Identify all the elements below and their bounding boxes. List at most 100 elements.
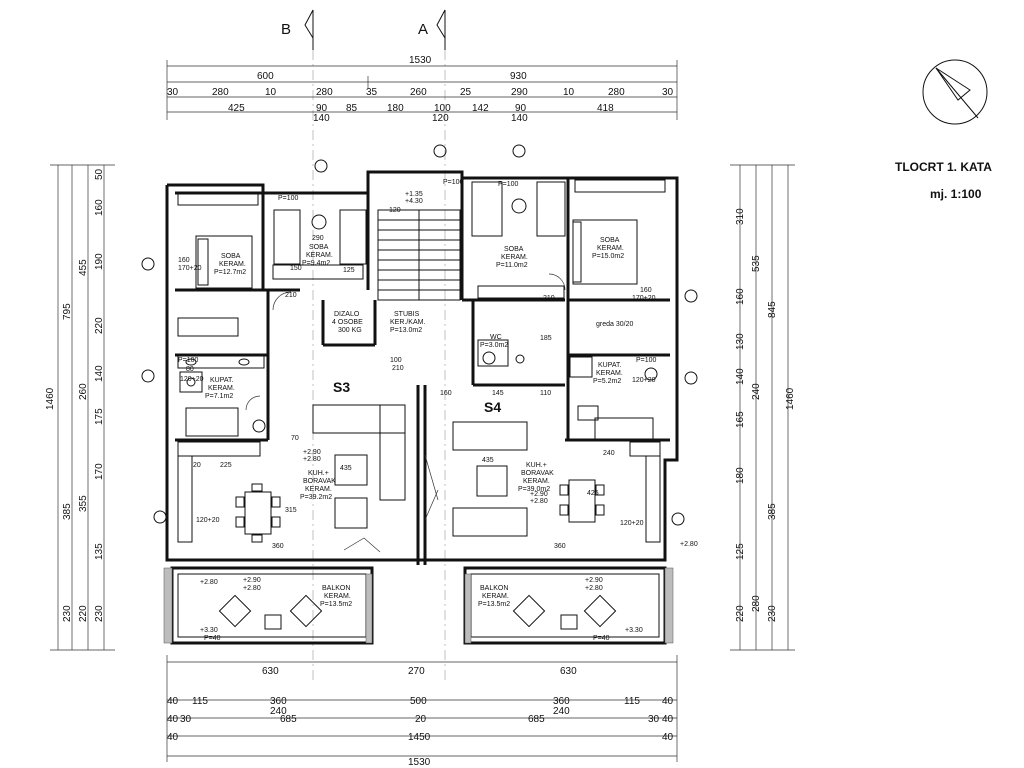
room-floor: KERAM. [523, 478, 550, 485]
dim-685-a: 685 [280, 714, 297, 725]
dim-125: 125 [735, 543, 746, 560]
room-area: P=39.2m2 [300, 494, 332, 501]
dining-table-icon [235, 483, 281, 543]
inner-label: +2.90 [530, 491, 548, 498]
inner-label: P=100 [498, 181, 519, 188]
inner-label: 360 [554, 543, 566, 550]
room-name: DIZALO [334, 311, 360, 318]
left-col3: 50 160 190 220 140 175 170 135 230 [94, 168, 105, 622]
dim-535: 535 [751, 255, 762, 272]
room-floor: KERAM. [305, 486, 332, 493]
dim-35: 35 [366, 87, 378, 98]
dim-115-b: 115 [624, 696, 640, 707]
sofa-icon [312, 404, 406, 529]
room-area: P=7.1m2 [205, 393, 233, 400]
unit-s3-label: S3 [333, 379, 350, 395]
room-area: P=39.0m2 [518, 486, 550, 493]
room-floor: KERAM. [501, 254, 528, 261]
bathroom-fixture-icon [177, 339, 658, 433]
right-dimensions [730, 164, 795, 651]
inner-label: 100 [390, 357, 402, 364]
left-col2: 455 260 355 220 [78, 259, 89, 622]
bottom-row2: 40 115 360 500 360 115 40 240 240 [167, 696, 674, 717]
dim-220-r: 220 [735, 605, 746, 622]
dim-385-r: 385 [767, 503, 778, 520]
dim-190-l: 190 [94, 253, 105, 270]
room-name: KUH.+ [308, 470, 329, 477]
right-col2: 535 240 280 [751, 255, 762, 612]
inner-label: P=100 [443, 179, 464, 186]
dim-630-a: 630 [262, 666, 279, 677]
left-total-dim: 1460 [45, 387, 56, 410]
left-col1: 795 385 230 [62, 303, 73, 622]
inner-label: +2.80 [530, 498, 548, 505]
dim-685-b: 685 [528, 714, 545, 725]
balcony-right [463, 566, 674, 645]
top-dim-600: 600 [257, 71, 274, 82]
bed-icon [572, 219, 638, 285]
bed-icon [273, 209, 367, 265]
dim-140-b: 140 [511, 113, 528, 124]
dim-10-a: 10 [265, 87, 277, 98]
dim-40-b: 40 [662, 696, 674, 707]
dim-140-r: 140 [735, 368, 746, 385]
inner-label: 210 [285, 292, 297, 299]
inner-label: 110 [540, 390, 551, 397]
inner-label: P=40 [204, 635, 221, 642]
dining-table-icon [559, 479, 605, 523]
room-name: SOBA [309, 244, 329, 251]
room-area: P=11.0m2 [496, 262, 528, 269]
left-dimensions [50, 164, 115, 651]
room-note: 300 KG [338, 327, 362, 334]
inner-label: 150 [290, 265, 302, 272]
inner-label: +2.80 [680, 541, 698, 548]
dim-230-l2: 230 [94, 605, 105, 622]
inner-label: 225 [220, 462, 232, 469]
dim-240-a: 240 [270, 706, 287, 717]
dim-220-l2: 220 [94, 317, 105, 334]
top-dim-row2: 30 280 10 280 35 260 25 290 10 280 30 [167, 87, 674, 98]
inner-annotations: P=100 P=100 P=100 P=100 P=100 P=40 P=40 … [178, 179, 698, 642]
top-dim-930: 930 [510, 71, 527, 82]
inner-label: 315 [285, 507, 297, 514]
top-total-dim: 1530 [409, 55, 432, 66]
dim-40-a: 40 [167, 696, 179, 707]
dim-130: 130 [735, 333, 746, 350]
dim-40-d: 40 [662, 714, 674, 725]
dim-240-r: 240 [751, 383, 762, 400]
right-total-dim: 1460 [785, 387, 796, 410]
chair-icon [311, 198, 527, 230]
room-stubis: STUBIS KER./KAM. P=13.0m2 [390, 311, 425, 334]
dim-270: 270 [408, 666, 425, 677]
room-name: KUPAT. [598, 362, 622, 369]
dim-85: 85 [346, 103, 358, 114]
dim-175: 175 [94, 408, 105, 425]
room-note: 4 OSOBE [332, 319, 363, 326]
dim-355: 355 [78, 495, 89, 512]
room-area: P=5.2m2 [593, 378, 621, 385]
room-area: P=12.7m2 [214, 269, 246, 276]
room-soba-3: SOBA KERAM. P=11.0m2 [496, 246, 528, 269]
dim-25: 25 [460, 87, 472, 98]
dim-360-a: 360 [270, 696, 287, 707]
inner-label: 160 [640, 287, 652, 294]
dim-180: 180 [387, 103, 404, 114]
dim-425: 425 [228, 103, 245, 114]
dim-360-b: 360 [553, 696, 570, 707]
inner-label: 240 [603, 450, 615, 457]
room-floor: KER./KAM. [390, 319, 425, 326]
room-soba-1: SOBA KERAM. P=12.7m2 [214, 253, 246, 276]
inner-label: +2.90 [303, 449, 321, 456]
inner-label: 120+20 [632, 377, 656, 384]
inner-label: 70 [291, 435, 299, 442]
bottom-row4: 40 1450 40 [167, 732, 674, 743]
inner-label: 120+20 [196, 517, 220, 524]
axis-bubbles [141, 144, 698, 526]
dim-280-a: 280 [212, 87, 229, 98]
right-col3: 310 160 130 140 165 180 125 220 [735, 208, 746, 622]
room-floor: KERAM. [324, 593, 351, 600]
dim-50-l: 50 [94, 168, 105, 180]
inner-label: 80 [186, 366, 194, 373]
inner-label: 125 [343, 267, 355, 274]
